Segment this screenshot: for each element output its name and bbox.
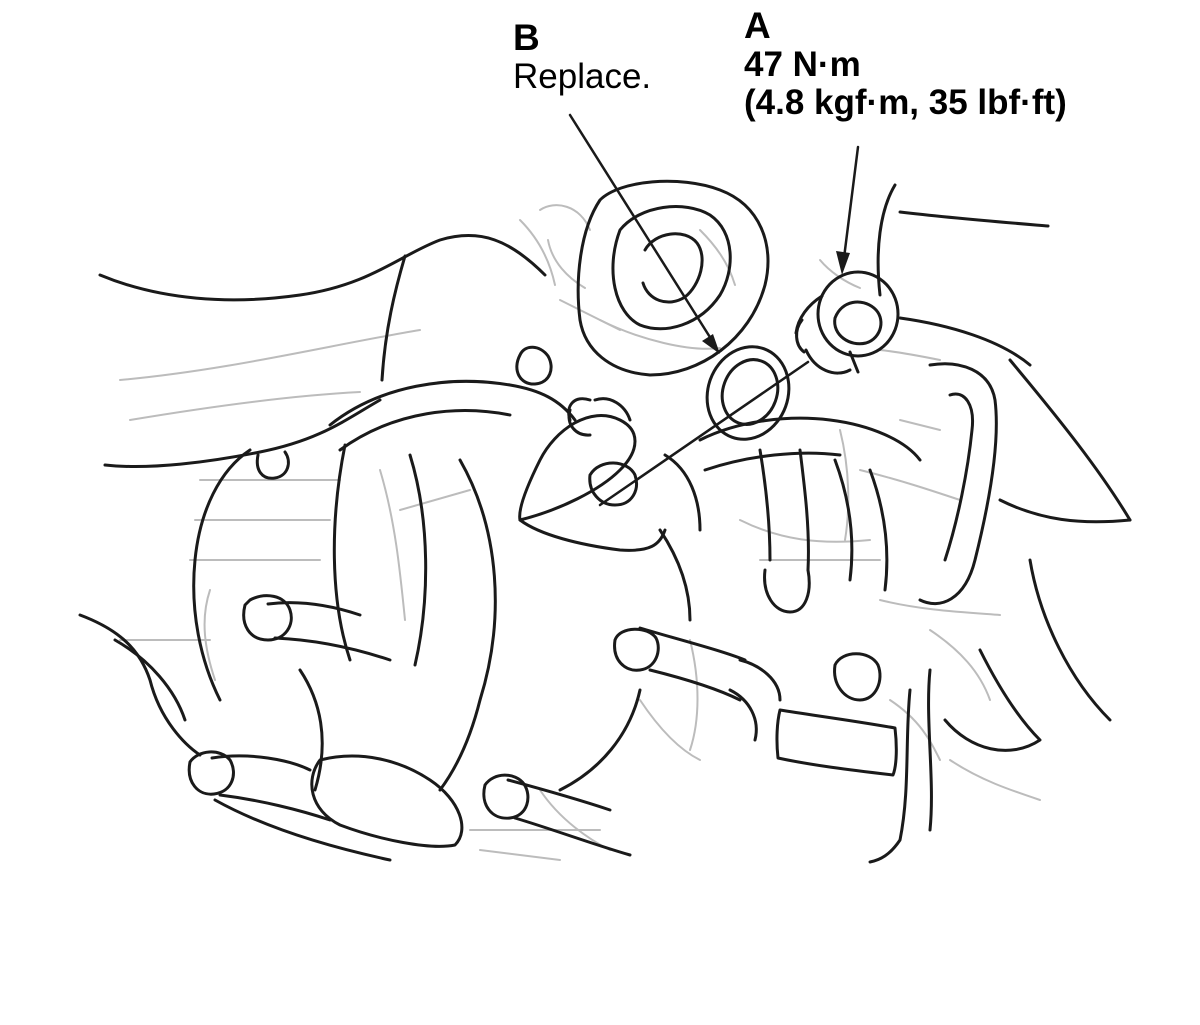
callout-a: A 47 N·m (4.8 kgf·m, 35 lbf·ft) — [744, 6, 1067, 122]
callout-a-letter: A — [744, 5, 771, 46]
callout-a-torque-alt: (4.8 kgf·m, 35 lbf·ft) — [744, 82, 1067, 122]
sealing-washer-b — [705, 345, 791, 441]
leader-lines — [568, 113, 860, 507]
background-shading-lines — [119, 204, 1041, 861]
leader-arrowheads — [702, 251, 850, 354]
callout-b-letter: B — [513, 17, 540, 58]
banjo-bolt-a — [794, 270, 900, 375]
callout-b: B Replace. — [513, 18, 651, 96]
caliper-outline — [78, 179, 1132, 864]
callout-b-note: Replace. — [513, 56, 652, 96]
callout-a-torque-nm: 47 N·m — [744, 44, 861, 84]
